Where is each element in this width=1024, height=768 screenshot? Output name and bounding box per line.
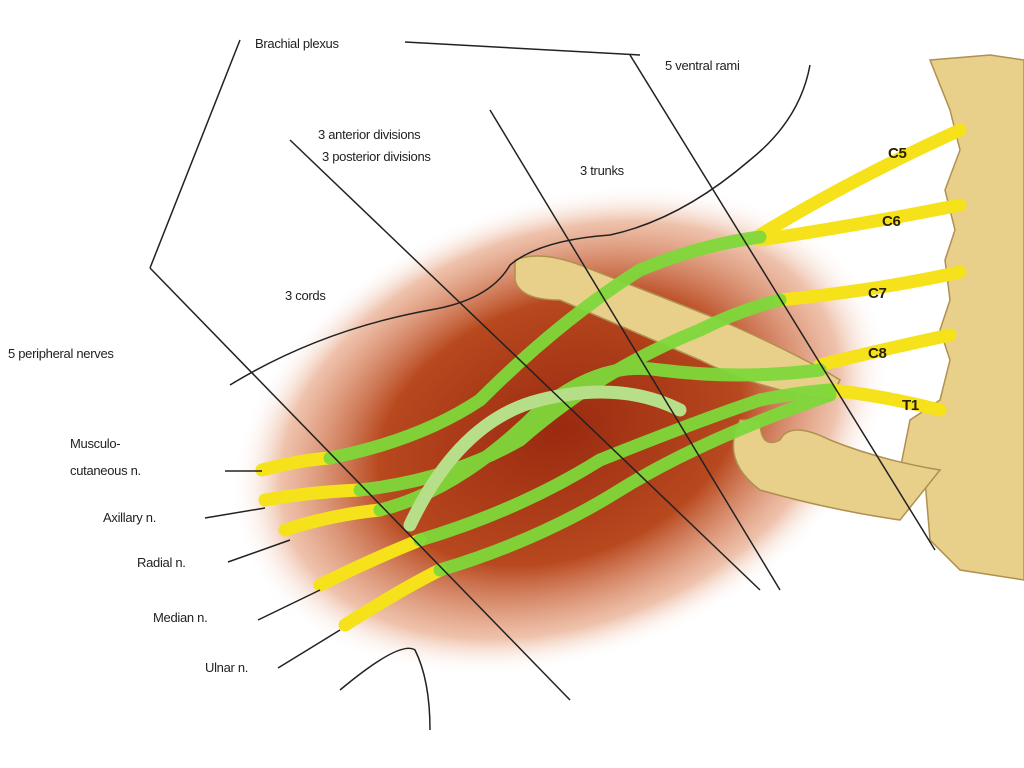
label-median: Median n. [153,610,207,625]
label-brachial-plexus: Brachial plexus [255,36,339,51]
label-trunks: 3 trunks [580,163,625,178]
label-ulnar: Ulnar n. [205,660,248,675]
label-peripheral-nerves: 5 peripheral nerves [8,346,114,361]
cords-and-divisions [323,230,837,577]
label-cords: 3 cords [285,288,326,303]
root-c6: C6 [882,213,901,230]
root-c8: C8 [868,345,887,362]
label-axillary: Axillary n. [103,510,156,525]
label-anterior-divisions: 3 anterior divisions [318,127,421,142]
label-posterior-divisions: 3 posterior divisions [322,149,431,164]
leader-lines [149,39,936,731]
label-radial: Radial n. [137,555,186,570]
label-ventral-rami: 5 ventral rami [665,58,740,73]
root-c5: C5 [888,145,907,162]
nerve-roots [255,123,967,632]
label-musculocutaneous-1: Musculo- [70,436,120,451]
tissue-background [230,184,890,676]
label-musculocutaneous-2: cutaneous n. [70,463,141,478]
spine-bones [514,54,1024,581]
root-t1: T1 [902,397,919,414]
root-c7: C7 [868,285,887,302]
